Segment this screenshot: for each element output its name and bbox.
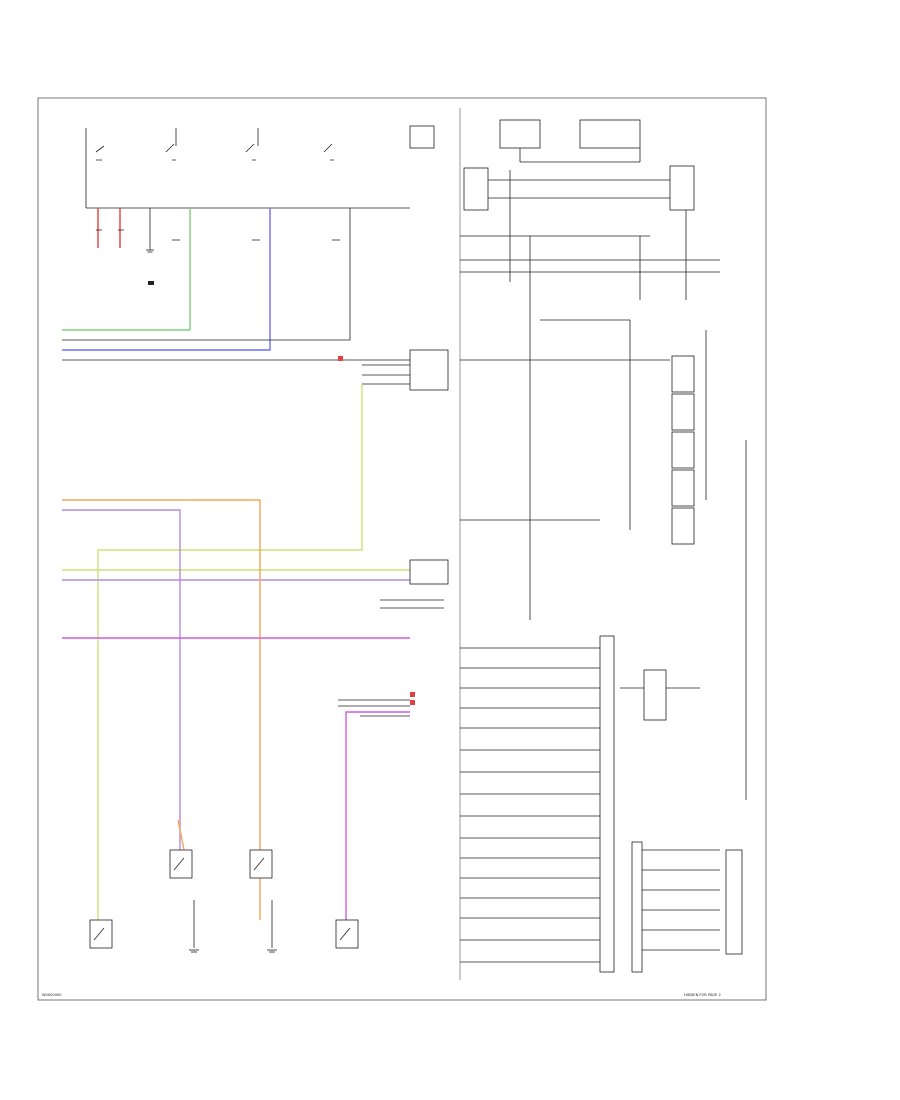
diagram-frame bbox=[37, 97, 767, 1001]
diagram-code-right: HIDDEN FOR PAGE 2 bbox=[684, 993, 721, 997]
wire-purple bbox=[62, 509, 181, 860]
module-box bbox=[463, 165, 695, 211]
ground-symbol bbox=[146, 208, 154, 285]
sensor-component bbox=[249, 849, 273, 948]
connector-box bbox=[409, 559, 449, 585]
sensor-component bbox=[335, 919, 359, 949]
sensor-component bbox=[89, 919, 113, 949]
diagram-code-left: W0000000 bbox=[42, 993, 62, 997]
wire-green bbox=[62, 208, 191, 331]
module-box bbox=[643, 669, 667, 721]
sensor-component bbox=[169, 849, 195, 948]
module-stack bbox=[671, 355, 695, 545]
switch-block bbox=[85, 125, 435, 209]
wire-black-1 bbox=[62, 208, 351, 341]
bus-lines bbox=[460, 170, 720, 620]
signal-list bbox=[460, 635, 615, 973]
wire-orange bbox=[62, 499, 261, 920]
connector-block bbox=[631, 841, 743, 973]
module-box bbox=[499, 119, 641, 163]
wire-blue bbox=[62, 208, 271, 351]
ground-symbol bbox=[189, 949, 277, 953]
wire-magenta bbox=[345, 711, 410, 920]
connector-box bbox=[338, 349, 449, 391]
wire-yellow-green bbox=[97, 384, 363, 920]
